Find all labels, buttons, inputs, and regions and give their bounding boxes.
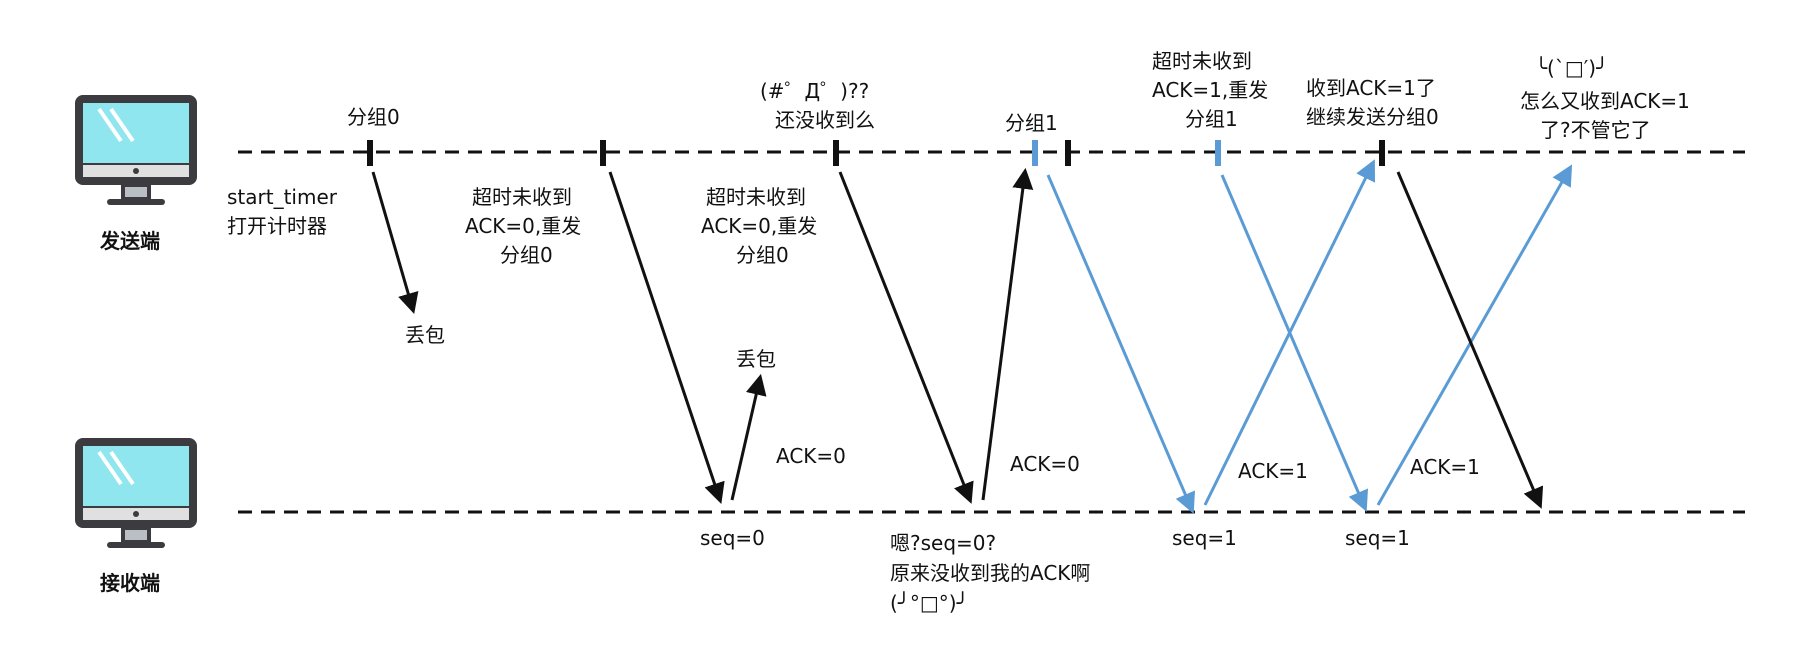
timeout-label-line1: 超时未收到 — [1152, 49, 1252, 73]
timeout-label-line2: ACK=1,重发 — [1152, 78, 1268, 102]
arrow-ack0 — [981, 167, 1034, 501]
got-ack-label-line1: 收到ACK=1了 — [1306, 76, 1436, 100]
receiver-computer-icon — [75, 438, 197, 548]
receiver-note-line3: (╯°□°)╯ — [890, 591, 969, 615]
timeout-label-line1: 超时未收到 — [472, 185, 572, 209]
timeout-label-line3: 分组0 — [500, 243, 553, 267]
start-timer-label: start_timer — [227, 185, 338, 209]
why-label-line2: 了?不管它了 — [1540, 118, 1651, 142]
still-not-label: 还没收到么 — [775, 108, 875, 132]
emote-label: (#゜Д゜)?? — [760, 79, 869, 103]
power-dot — [133, 511, 139, 517]
lost-label: 丢包 — [736, 347, 776, 371]
timeout-label-line1: 超时未收到 — [706, 185, 806, 209]
receiver-note-line1: 嗯?seq=0? — [890, 531, 996, 555]
power-dot — [133, 168, 139, 174]
got-ack-label-line2: 继续发送分组0 — [1306, 105, 1439, 129]
timeout-label-line3: 分组1 — [1185, 107, 1238, 131]
monitor-stand — [121, 526, 151, 544]
open-timer-label: 打开计时器 — [227, 214, 327, 238]
monitor-base — [107, 199, 165, 205]
receiver-label: 接收端 — [100, 571, 160, 595]
arrow-packet0-lost — [371, 171, 419, 315]
arrow-packet0-resend — [608, 171, 725, 504]
arrow-ack0-lost — [730, 373, 767, 501]
packet0-label: 分组0 — [347, 105, 400, 129]
ack-label: ACK=0 — [776, 444, 846, 468]
arrow-packet0-next — [1396, 171, 1544, 509]
screen-glare — [109, 107, 135, 143]
arrow-packet0-resend-2 — [838, 171, 974, 504]
sender-label: 发送端 — [99, 229, 160, 253]
why-label-line1: 怎么又收到ACK=1 — [1520, 89, 1690, 113]
lost-label: 丢包 — [405, 323, 445, 347]
monitor-base — [107, 542, 165, 548]
timeout-label-line2: ACK=0,重发 — [465, 214, 581, 238]
seq-label: seq=0 — [700, 526, 765, 550]
seq-label: seq=1 — [1172, 526, 1237, 550]
screen-glare — [97, 107, 123, 143]
ack-label: ACK=0 — [1010, 452, 1080, 476]
timeout-label-line3: 分组0 — [736, 243, 789, 267]
seq-label: seq=1 — [1345, 526, 1410, 550]
arrow-ack1-dup — [1376, 164, 1573, 506]
screen-glare — [97, 450, 123, 486]
emote-label: ╰(`□′)╯ — [1535, 56, 1608, 80]
ack-label: ACK=1 — [1238, 459, 1308, 483]
packet1-label: 分组1 — [1005, 111, 1058, 135]
ack-label: ACK=1 — [1410, 455, 1480, 479]
arrow-packet1-resend — [1220, 174, 1369, 512]
receiver-note-line2: 原来没收到我的ACK啊 — [890, 561, 1090, 585]
monitor-stand — [121, 183, 151, 201]
screen-glare — [109, 450, 135, 486]
sender-computer-icon — [75, 95, 197, 205]
timeout-label-line2: ACK=0,重发 — [701, 214, 817, 238]
arrow-packet1 — [1046, 174, 1196, 514]
